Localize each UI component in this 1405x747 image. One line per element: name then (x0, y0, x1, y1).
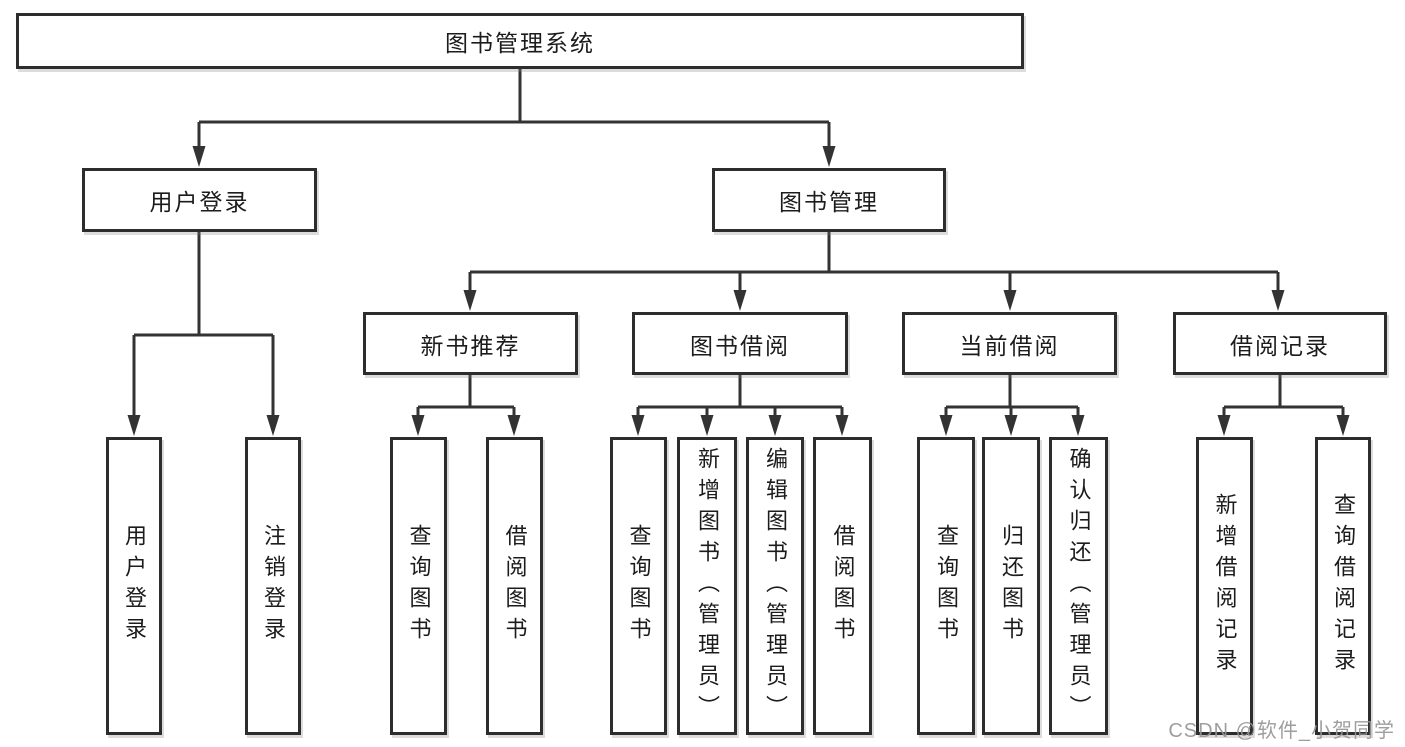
node-book-management: 图书管理 (712, 168, 946, 232)
node-library-management-system: 图书管理系统 (16, 13, 1024, 69)
node-query-books-borrowing: 查询图书 (610, 437, 667, 735)
node-query-borrow-record: 查询借阅记录 (1315, 437, 1371, 735)
node-add-borrow-record: 新增借阅记录 (1196, 437, 1253, 735)
node-borrow-books: 借阅图书 (813, 437, 872, 735)
node-book-borrowing: 图书借阅 (632, 312, 848, 375)
node-user-login-branch: 用户登录 (82, 168, 317, 232)
node-borrowing-records: 借阅记录 (1173, 312, 1387, 375)
node-edit-books-admin: 编辑图书（管理员） (746, 437, 804, 735)
node-add-books-admin: 新增图书（管理员） (677, 437, 737, 735)
node-user-login: 用户登录 (106, 437, 162, 735)
node-return-books: 归还图书 (982, 437, 1040, 735)
node-logout: 注销登录 (245, 437, 301, 735)
node-confirm-return-admin: 确认归还（管理员） (1049, 437, 1108, 735)
node-current-borrowing: 当前借阅 (902, 312, 1117, 375)
connector-arrowheads (127, 146, 1350, 436)
node-query-books-recommend: 查询图书 (390, 437, 447, 735)
node-new-book-recommend: 新书推荐 (363, 312, 578, 375)
connector-lines (132, 69, 1345, 419)
node-borrow-books-recommend: 借阅图书 (486, 437, 543, 735)
node-query-books-current: 查询图书 (917, 437, 975, 735)
watermark-text: CSDN @软件_小贺同学 (1168, 720, 1395, 742)
